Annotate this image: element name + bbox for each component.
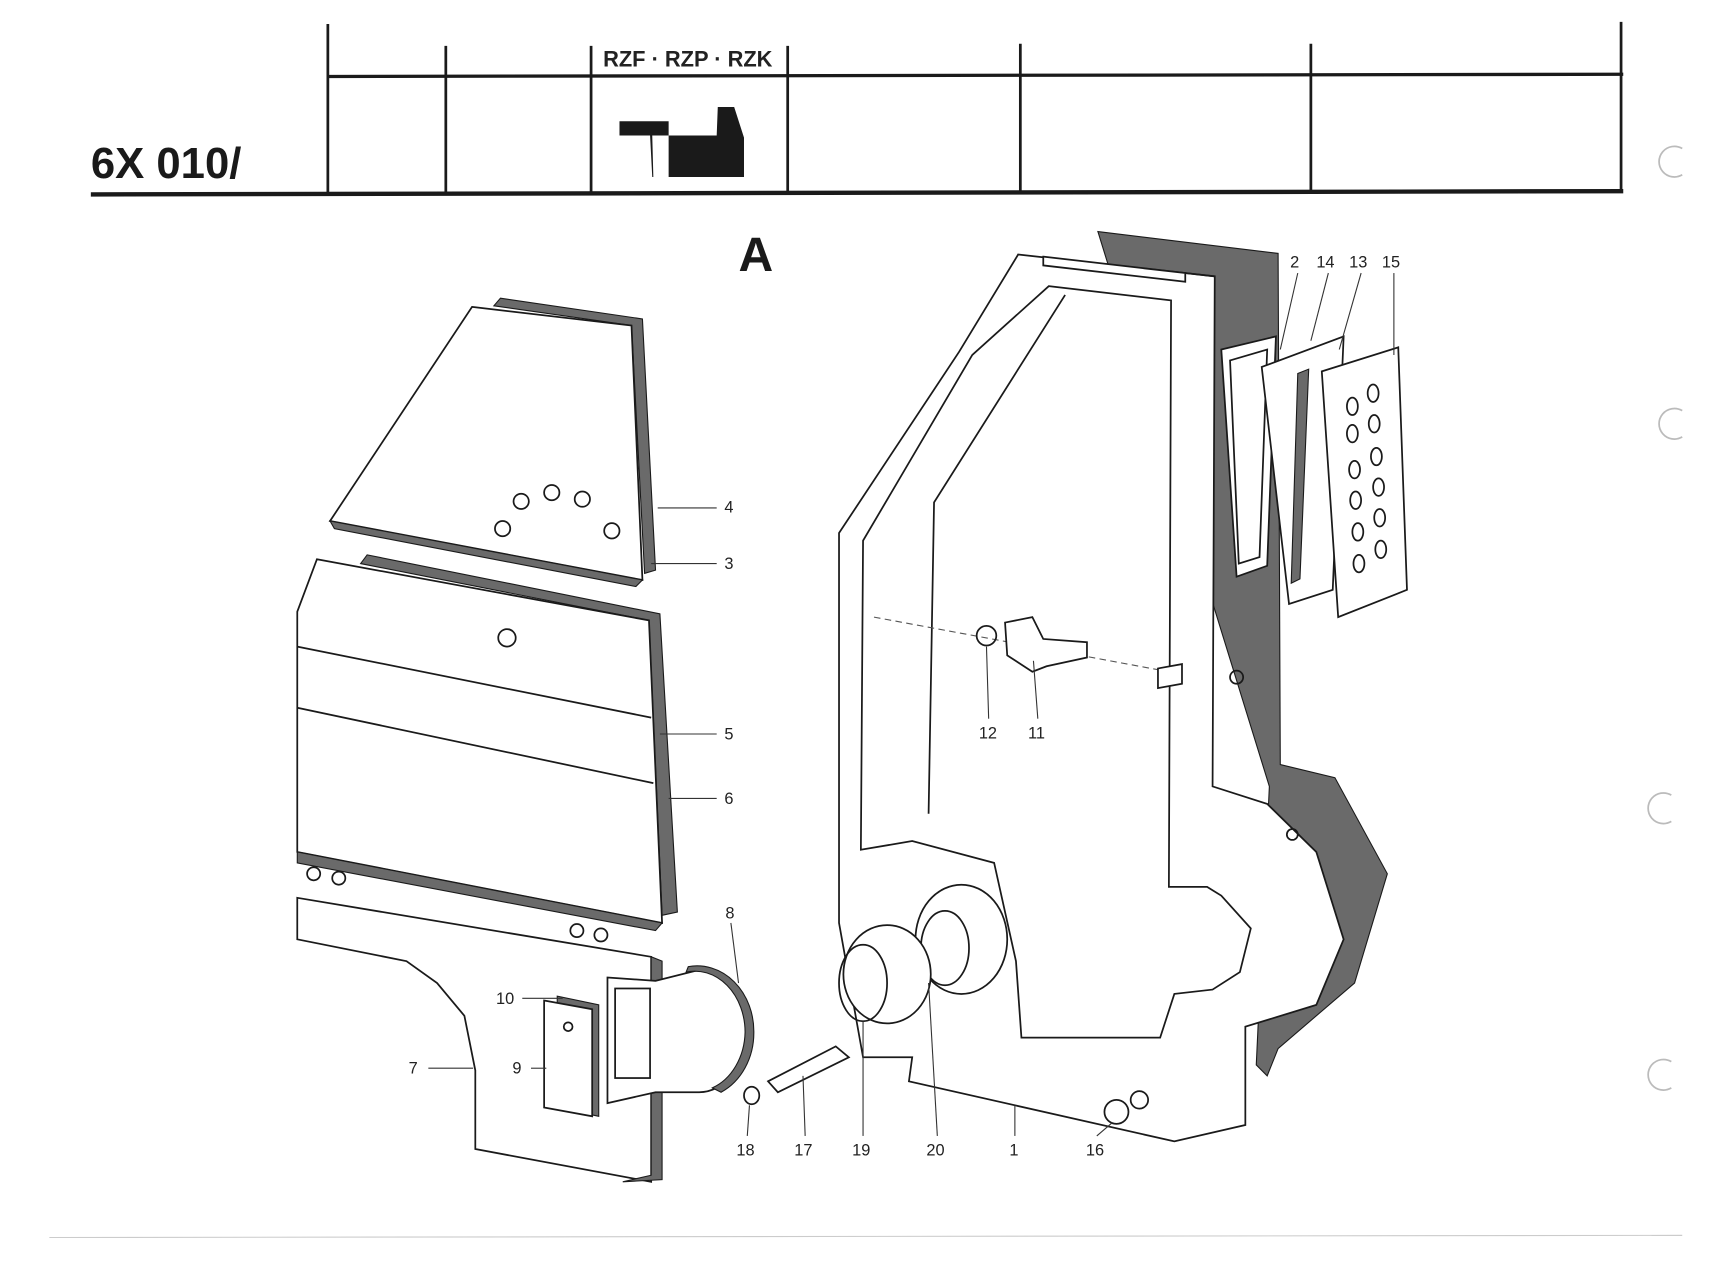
callout-12: 12 <box>979 724 997 742</box>
top-panel-part-4 <box>328 297 657 588</box>
callout-20: 20 <box>926 1142 944 1160</box>
binder-holes <box>1647 145 1683 1091</box>
callout-6: 6 <box>724 790 733 808</box>
callout-11: 11 <box>1028 724 1045 742</box>
base-plate-part-7 <box>296 896 755 1183</box>
bracket-parts-11-12 <box>873 616 1183 690</box>
callout-4: 4 <box>724 498 733 516</box>
small-parts <box>743 1045 851 1106</box>
callout-1: 1 <box>1009 1142 1018 1160</box>
header-table: 6X 010/ RZF · RZP · RZK <box>90 21 1624 197</box>
callout-7: 7 <box>409 1060 418 1078</box>
bottom-scan-edge <box>49 1234 1683 1239</box>
callout-16: 16 <box>1086 1142 1104 1160</box>
callout-13: 13 <box>1349 254 1367 272</box>
callout-14: 14 <box>1316 254 1334 272</box>
leader-lines <box>428 272 1395 1137</box>
part-number: 6X 010/ <box>91 139 242 188</box>
callout-9: 9 <box>512 1060 521 1078</box>
callout-19: 19 <box>852 1142 870 1160</box>
callout-3: 3 <box>724 555 733 573</box>
model-codes: RZF · RZP · RZK <box>603 47 773 72</box>
callout-8: 8 <box>725 905 734 923</box>
side-plates-parts-2-13-14-15 <box>1220 335 1408 619</box>
callout-10: 10 <box>496 990 514 1008</box>
callout-18: 18 <box>736 1142 754 1160</box>
view-label: A <box>739 229 774 282</box>
front-panel-part-5 <box>296 554 678 943</box>
callout-15: 15 <box>1382 254 1400 272</box>
callouts: 2 14 13 15 4 3 5 6 8 10 9 7 12 11 18 17 … <box>409 254 1400 1160</box>
callout-17: 17 <box>794 1142 812 1160</box>
callout-5: 5 <box>724 725 733 743</box>
callout-2: 2 <box>1290 254 1299 272</box>
seal-profile-icon <box>619 107 744 177</box>
